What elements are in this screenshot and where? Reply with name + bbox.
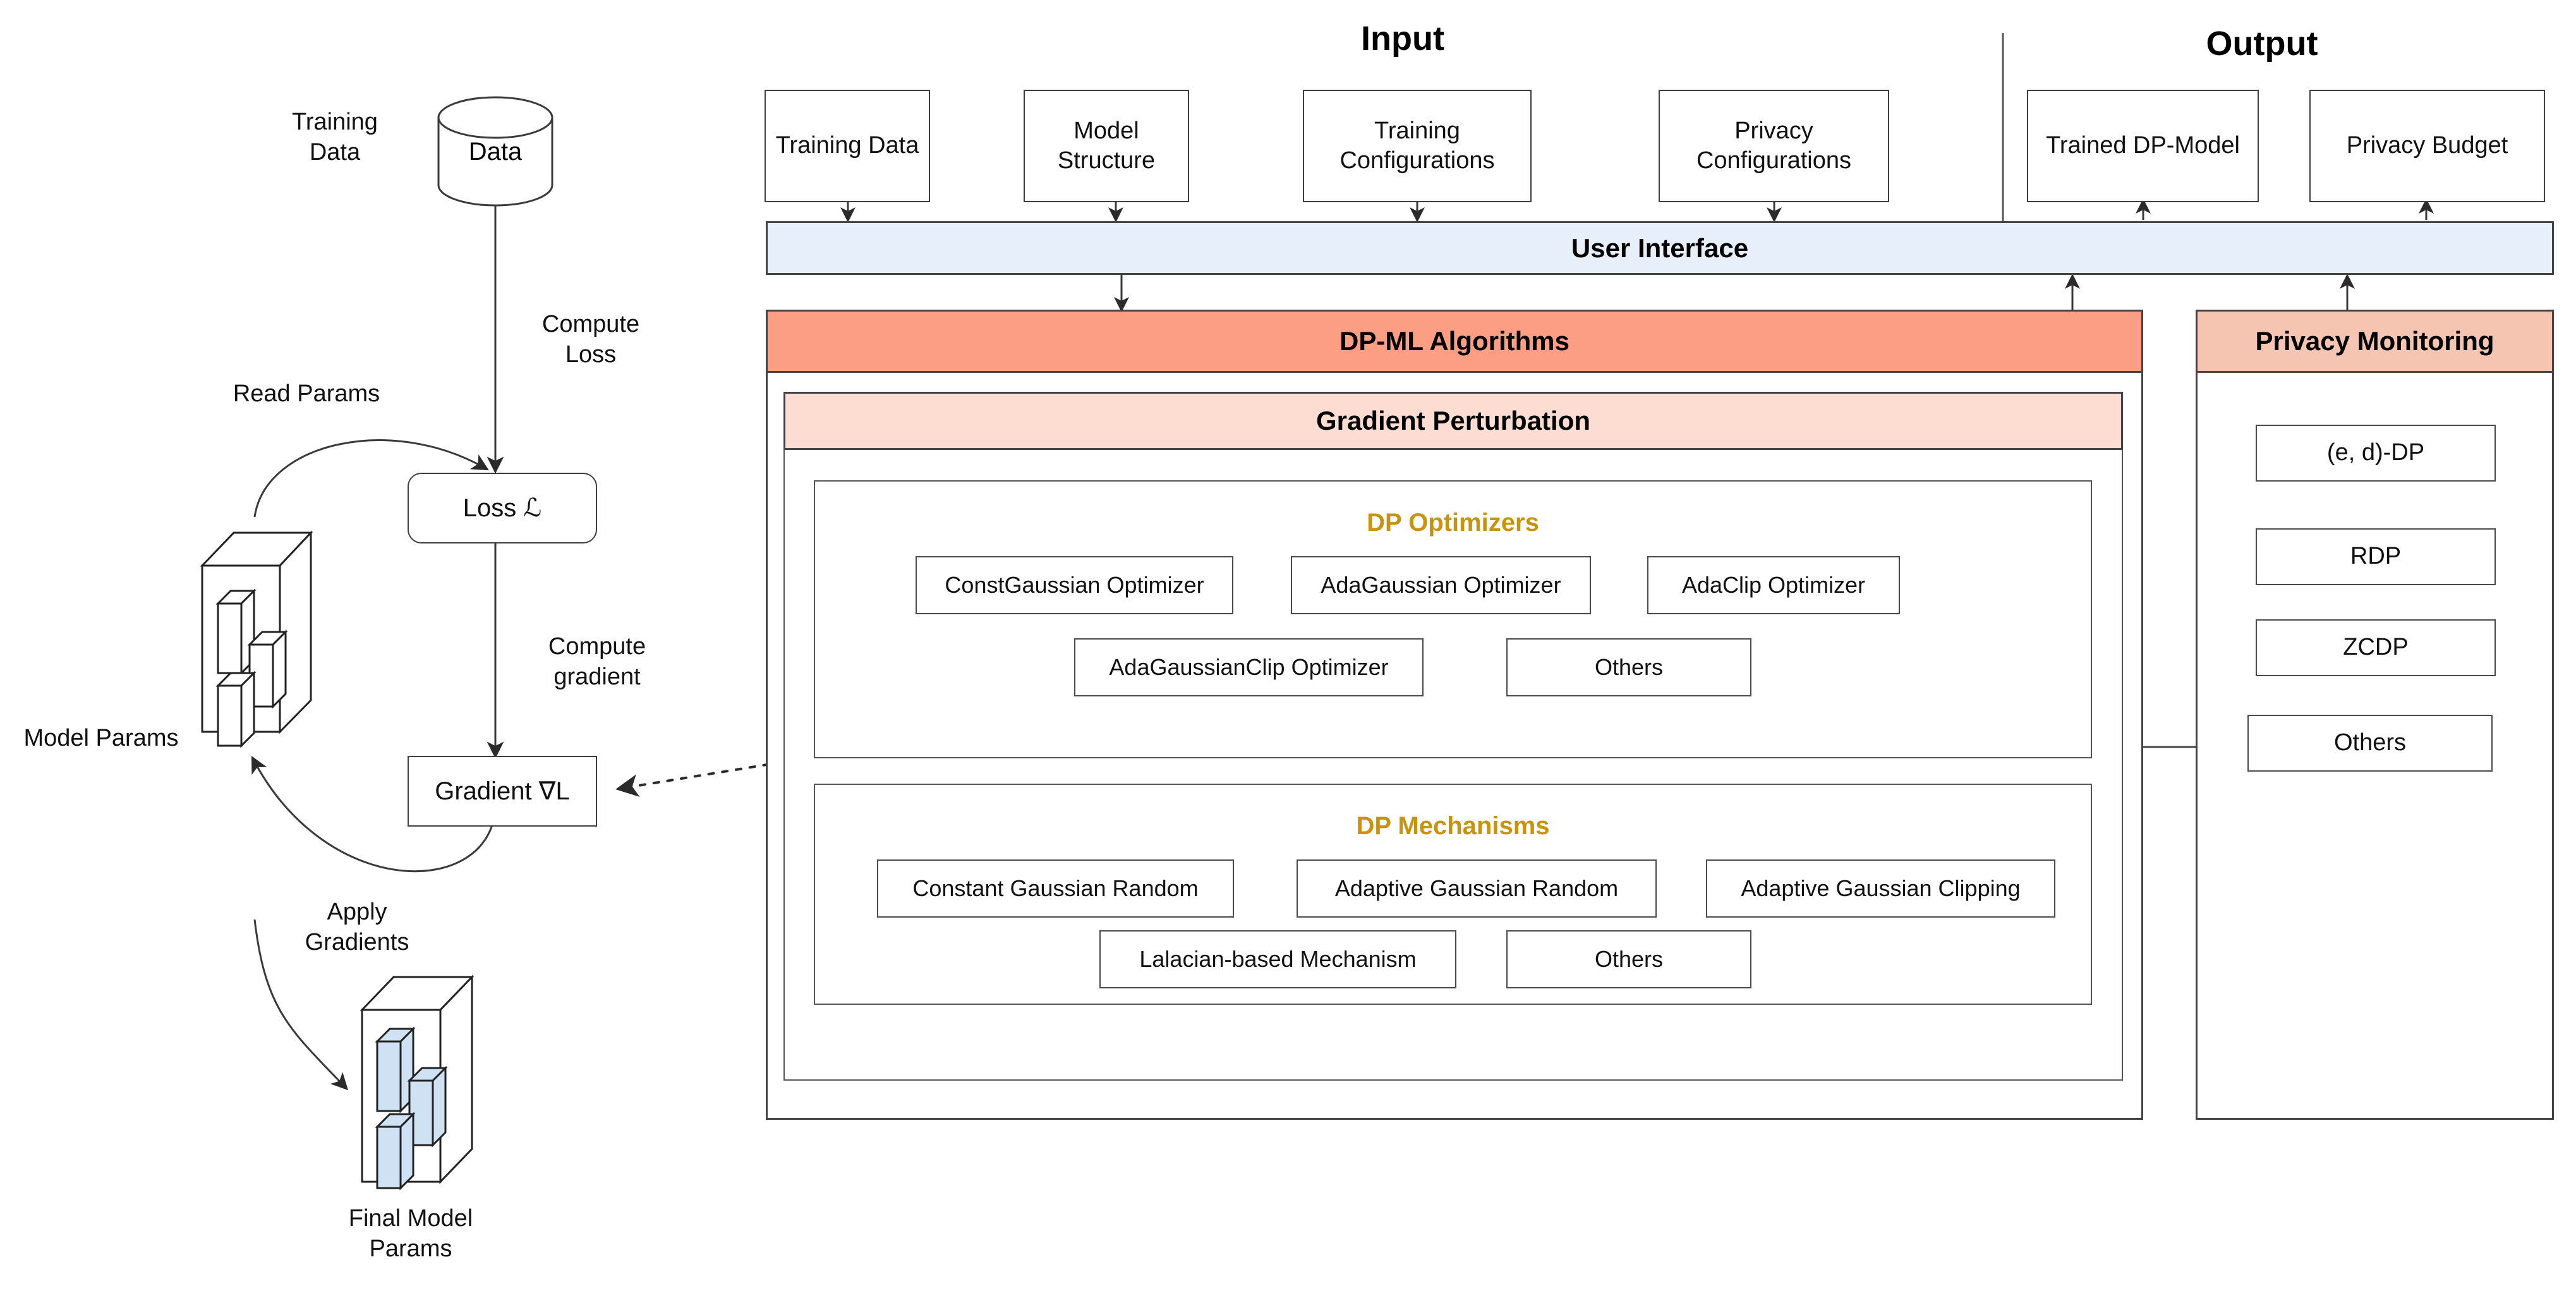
privacy-monitoring-chip-zcdp[interactable]: ZCDP [2256,619,2496,676]
final-model-params-caption: Final Model Params [348,1205,473,1262]
dp-mechanisms-title: DP Mechanisms [1356,812,1550,840]
edge-label-compute-loss: Compute Loss [541,311,640,368]
edge-label-compute-gradient: Compute gradient [548,633,646,690]
dp-mechanism-chip-others[interactable]: Others [1506,930,1751,988]
model-params-3d-box [200,530,313,748]
privacy-monitoring-chip-others[interactable]: Others [2247,715,2493,772]
dp-optimizer-chip-others[interactable]: Others [1506,638,1751,696]
edge-label-read-params: Read Params [233,380,380,407]
dpml-algorithms-header: DP-ML Algorithms [766,310,2143,373]
output-section-title: Output [2206,25,2318,63]
model-params-caption: Model Params [23,725,179,751]
privacy-monitoring-header: Privacy Monitoring [2196,310,2554,373]
training-data-caption: Training Data [292,109,378,166]
dp-optimizer-chip-adagaussianclip[interactable]: AdaGaussianClip Optimizer [1074,638,1424,696]
input-box-privacy-configurations[interactable]: Privacy Configurations [1659,90,1889,202]
dp-mechanism-chip-adaptive-gaussian-clipping[interactable]: Adaptive Gaussian Clipping [1706,859,2055,918]
output-box-privacy-budget[interactable]: Privacy Budget [2309,90,2545,202]
dp-optimizer-chip-adaclip[interactable]: AdaClip Optimizer [1647,556,1900,614]
input-box-training-data[interactable]: Training Data [765,90,930,202]
dp-mechanism-chip-lalacian-based[interactable]: Lalacian-based Mechanism [1099,930,1456,988]
final-model-params-3d-box [360,974,475,1191]
loss-node: Loss ℒ [408,473,597,543]
user-interface-bar[interactable]: User Interface [766,221,2554,275]
output-box-trained-dp-model[interactable]: Trained DP-Model [2027,90,2259,202]
dp-optimizers-group [814,480,2092,758]
input-box-model-structure[interactable]: Model Structure [1024,90,1189,202]
dp-optimizer-chip-constgaussian[interactable]: ConstGaussian Optimizer [916,556,1233,614]
dp-optimizer-chip-adagaussian[interactable]: AdaGaussian Optimizer [1291,556,1591,614]
dp-optimizers-title: DP Optimizers [1367,509,1539,537]
privacy-monitoring-chip-rdp[interactable]: RDP [2256,528,2496,585]
dp-mechanism-chip-constant-gaussian-random[interactable]: Constant Gaussian Random [877,859,1234,918]
input-section-title: Input [1361,20,1444,58]
input-box-training-configurations[interactable]: Training Configurations [1303,90,1532,202]
privacy-monitoring-chip-ed-dp[interactable]: (e, d)-DP [2256,425,2496,482]
gradient-node: Gradient ∇L [408,756,597,827]
dp-mechanism-chip-adaptive-gaussian-random[interactable]: Adaptive Gaussian Random [1297,859,1657,918]
data-cylinder-icon [437,96,553,207]
datastore-label: Data [468,138,523,166]
gradient-perturbation-header: Gradient Perturbation [783,392,2123,450]
edge-label-apply-gradients: Apply Gradients [305,899,409,956]
